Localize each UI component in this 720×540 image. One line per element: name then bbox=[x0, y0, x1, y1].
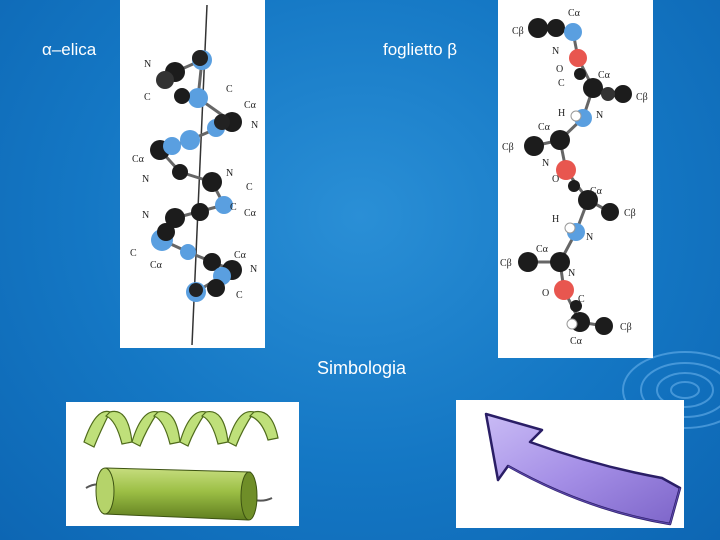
water-ripple-decoration bbox=[622, 351, 720, 429]
atom-label: N bbox=[142, 210, 149, 221]
atom-label: C bbox=[236, 290, 243, 301]
beta-strand-arrow-icon bbox=[484, 412, 682, 526]
atom-label: H bbox=[558, 108, 565, 119]
atom-label: Cβ bbox=[512, 26, 524, 37]
helix-ribbon-and-cylinder-icon bbox=[83, 410, 279, 521]
atom-label: C bbox=[578, 294, 585, 305]
atom-label: Cα bbox=[538, 122, 551, 133]
atom-label: Cα bbox=[536, 244, 549, 255]
atom-label: N bbox=[226, 168, 233, 179]
atom-label: N bbox=[568, 268, 575, 279]
atom-label: N bbox=[144, 59, 151, 70]
beta-sheet-model: Cα Cβ N O C Cα Cβ H N Cα Cβ N O Cα Cβ H … bbox=[500, 8, 648, 347]
atom-label: Cα bbox=[244, 100, 257, 111]
atom-label: C bbox=[230, 202, 237, 213]
atom-label: Cβ bbox=[620, 322, 632, 333]
symbology-label: Simbologia bbox=[317, 358, 407, 378]
atom-label: Cβ bbox=[636, 92, 648, 103]
atom-label: C bbox=[246, 182, 253, 193]
atom-label: N bbox=[542, 158, 549, 169]
atom-label: Cβ bbox=[500, 258, 512, 269]
atom-label: O bbox=[542, 288, 549, 299]
alpha-helix-model: N C C Cα N Cα N N C C Cα N C Cα Cα N C bbox=[130, 4, 258, 346]
atom-label: C bbox=[130, 248, 137, 259]
atom-label: Cα bbox=[244, 208, 257, 219]
atom-label: N bbox=[596, 110, 603, 121]
beta-sheet-label: foglietto β bbox=[383, 40, 458, 59]
atom-label: N bbox=[251, 120, 258, 131]
atom-label: C bbox=[144, 92, 151, 103]
atom-label: H bbox=[552, 214, 559, 225]
atom-label: N bbox=[586, 232, 593, 243]
atom-label: N bbox=[250, 264, 257, 275]
atom-label: N bbox=[552, 46, 559, 57]
atom-label: N bbox=[142, 174, 149, 185]
atom-label: O bbox=[556, 64, 563, 75]
atom-label: Cα bbox=[590, 186, 603, 197]
atom-label: Cα bbox=[570, 336, 583, 347]
atom-label: C bbox=[226, 84, 233, 95]
atom-label: Cα bbox=[234, 250, 247, 261]
alpha-helix-label: α–elica bbox=[42, 40, 97, 59]
atom-label: Cα bbox=[568, 8, 581, 19]
helix-symbol-image bbox=[66, 402, 299, 526]
atom-label: Cβ bbox=[502, 142, 514, 153]
atom-label: Cα bbox=[132, 154, 145, 165]
atom-label: Cα bbox=[598, 70, 611, 81]
arrow-symbol-image bbox=[456, 400, 684, 528]
atom-label: C bbox=[558, 78, 565, 89]
alpha-helix-model-image: N C C Cα N Cα N N C C Cα N C Cα Cα N C bbox=[120, 0, 265, 348]
atom-label: O bbox=[552, 174, 559, 185]
beta-sheet-model-image: Cα Cβ N O C Cα Cβ H N Cα Cβ N O Cα Cβ H … bbox=[498, 0, 653, 358]
atom-label: Cα bbox=[150, 260, 163, 271]
atom-label: Cβ bbox=[624, 208, 636, 219]
